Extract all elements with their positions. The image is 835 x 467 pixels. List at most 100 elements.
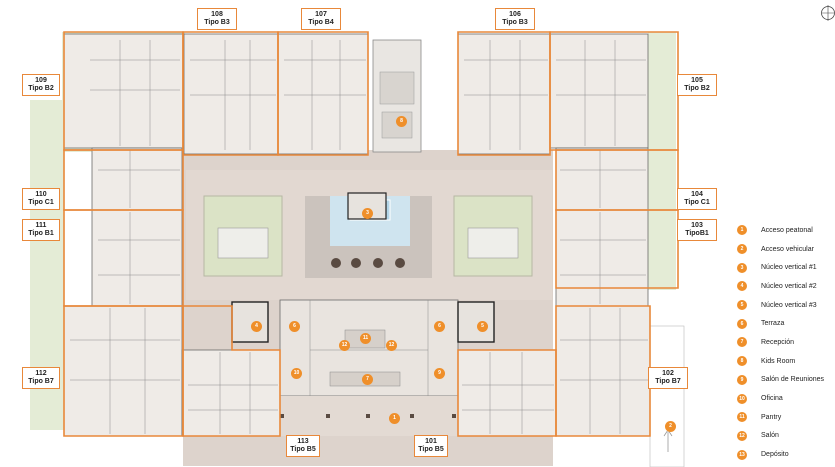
- entrance-bollards: [280, 414, 456, 418]
- unit-number: 113: [297, 438, 309, 445]
- legend-label: Depósito: [761, 451, 789, 459]
- marker-kids-room: 8: [396, 116, 407, 127]
- kids-room-furniture: [379, 71, 415, 105]
- vehicle-access: [649, 325, 685, 467]
- unit-label-101: 101 Tipo B5: [414, 435, 448, 457]
- marker-office: 10: [291, 368, 302, 379]
- legend-number: 6: [737, 318, 747, 329]
- marker-core-3: 5: [477, 321, 488, 332]
- unit-number: 102: [662, 370, 674, 377]
- planter: [351, 258, 361, 268]
- unit-label-113: 113 Tipo B5: [286, 435, 320, 457]
- planter: [373, 258, 383, 268]
- marker-terrace-2: 6: [434, 321, 445, 332]
- unit-type: Tipo C1: [684, 199, 710, 206]
- unit-number: 111: [35, 222, 47, 229]
- stair-core: [231, 301, 269, 343]
- planter: [331, 258, 341, 268]
- unit-number: 107: [315, 11, 327, 18]
- legend-label: Núcleo vertical #3: [761, 301, 817, 309]
- unit-type: Tipo B3: [502, 19, 528, 26]
- marker-core-2: 4: [251, 321, 262, 332]
- legend-item: 11 Pantry: [737, 408, 835, 427]
- legend-number: 9: [737, 374, 747, 385]
- unit-label-111: 111 Tipo B1: [22, 219, 60, 241]
- legend-label: Acceso vehicular: [761, 245, 814, 253]
- marker-terrace: 6: [289, 321, 300, 332]
- legend-label: Terraza: [761, 320, 785, 328]
- unit-type: TipoB1: [685, 230, 709, 237]
- lounge-right: [453, 195, 533, 277]
- marker-vehicle-access: 2: [665, 421, 676, 432]
- marker-reception: 7: [362, 374, 373, 385]
- unit-outlines: [63, 31, 679, 437]
- unit-number: 110: [35, 191, 47, 198]
- legend-label: Núcleo vertical #2: [761, 282, 817, 290]
- unit-number: 109: [35, 77, 47, 84]
- unit-type: Tipo B7: [655, 378, 681, 385]
- unit-label-108: 108 Tipo B3: [197, 8, 237, 30]
- wing-left: [63, 147, 183, 437]
- legend-label: Núcleo vertical #1: [761, 264, 817, 272]
- legend-label: Acceso peatonal: [761, 226, 813, 234]
- unit-number: 108: [211, 11, 223, 18]
- marker-core-1: 3: [362, 208, 373, 219]
- planter: [395, 258, 405, 268]
- legend-label: Salón: [761, 432, 779, 440]
- unit-label-104: 104 Tipo C1: [677, 188, 717, 210]
- legend-number: 4: [737, 281, 747, 292]
- unit-type: Tipo B3: [204, 19, 230, 26]
- unit-type: Tipo B5: [418, 446, 444, 453]
- legend-number: 8: [737, 356, 747, 367]
- marker-salon-2: 12: [386, 340, 397, 351]
- unit-label-109: 109 Tipo B2: [22, 74, 60, 96]
- legend-item: 9 Salón de Reuniones: [737, 371, 835, 390]
- unit-label-105: 105 Tipo B2: [677, 74, 717, 96]
- legend-number: 3: [737, 262, 747, 273]
- unit-type: Tipo B5: [290, 446, 316, 453]
- legend-item: 3 Núcleo vertical #1: [737, 258, 835, 277]
- legend-number: 2: [737, 244, 747, 255]
- legend-number: 11: [737, 412, 747, 423]
- unit-type: Tipo B2: [684, 85, 710, 92]
- unit-number: 101: [425, 438, 437, 445]
- legend-item: 6 Terraza: [737, 314, 835, 333]
- legend-item: 12 Salón: [737, 427, 835, 446]
- wing-right: [555, 147, 651, 437]
- legend-number: 7: [737, 337, 747, 348]
- unit-type: Tipo B7: [28, 378, 54, 385]
- legend-number: 1: [737, 225, 747, 236]
- unit-number: 104: [691, 191, 703, 198]
- legend-label: Kids Room: [761, 357, 796, 365]
- lobby-partitions: [309, 300, 429, 396]
- marker-pantry: 11: [360, 333, 371, 344]
- legend-label: Pantry: [761, 413, 782, 421]
- unit-type: Tipo B2: [28, 85, 54, 92]
- legend-item: 13 Depósito: [737, 445, 835, 464]
- legend-number: 10: [737, 393, 747, 404]
- unit-type: Tipo B4: [308, 19, 334, 26]
- legend-number: 12: [737, 430, 747, 441]
- legend-number: 13: [737, 449, 747, 460]
- unit-number: 106: [509, 11, 521, 18]
- unit-label-103: 103 TipoB1: [677, 219, 717, 241]
- north-compass-icon: [821, 5, 835, 21]
- unit-label-107: 107 Tipo B4: [301, 8, 341, 30]
- marker-meeting-room: 9: [434, 368, 445, 379]
- wing-top-right: [457, 33, 649, 155]
- legend-label: Salón de Reuniones: [761, 376, 825, 384]
- garden-area: [648, 32, 676, 290]
- legend-item: 10 Oficina: [737, 389, 835, 408]
- legend-item: 1 Acceso peatonal: [737, 221, 835, 240]
- legend-item: 2 Acceso vehicular: [737, 240, 835, 259]
- marker-salon: 12: [339, 340, 350, 351]
- legend-item: 4 Núcleo vertical #2: [737, 277, 835, 296]
- legend-item: 8 Kids Room: [737, 352, 835, 371]
- lounge-right-inner: [467, 227, 519, 259]
- unit-number: 103: [691, 222, 703, 229]
- legend-label: Oficina: [761, 395, 783, 403]
